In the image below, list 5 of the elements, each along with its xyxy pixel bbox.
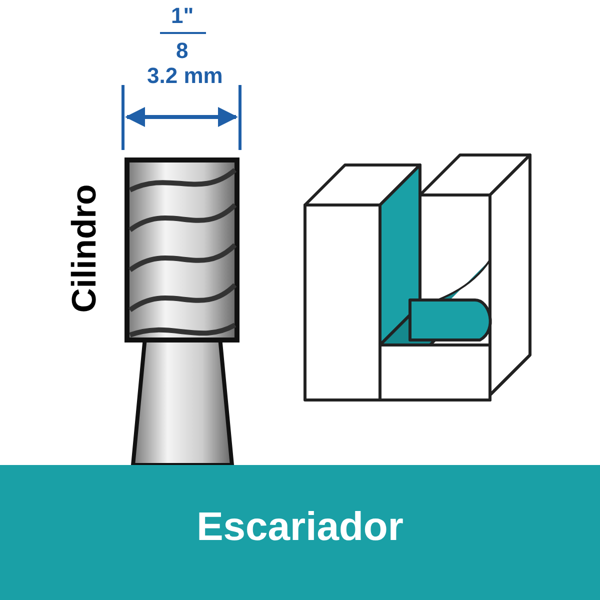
dimension-value: 3.2 mm [147,63,223,89]
dimension-value: 8 [176,38,188,64]
dimension-value: 1" [171,3,194,29]
shape-label: Cilindro [66,184,105,312]
tool-type-title: Escariador [196,505,404,550]
